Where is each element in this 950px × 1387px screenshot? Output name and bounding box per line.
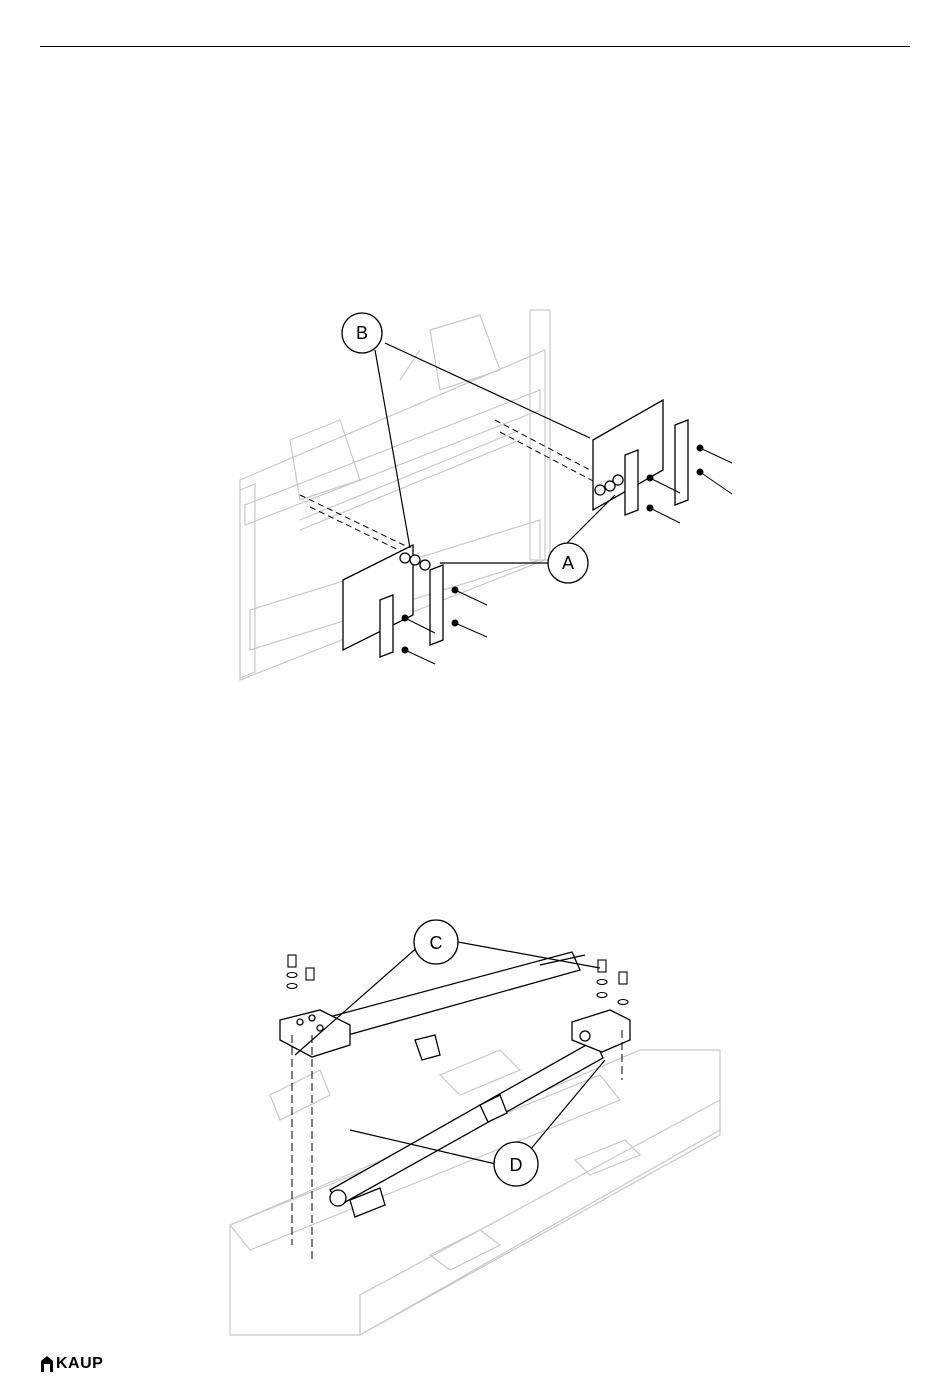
- right-mount-block: [572, 1010, 630, 1052]
- fork-frame-faded: [230, 1050, 720, 1335]
- svg-text:D: D: [510, 1155, 523, 1175]
- svg-text:C: C: [430, 933, 443, 953]
- callout-d: D: [494, 1142, 538, 1186]
- callout-leaders-top: [375, 343, 615, 563]
- left-hanger-plate: [343, 545, 443, 657]
- right-hanger-plate: [593, 400, 688, 515]
- upper-cylinder: [318, 952, 585, 1060]
- svg-text:A: A: [562, 553, 574, 573]
- svg-text:B: B: [356, 323, 368, 343]
- figure-bottom-cylinders: C D: [0, 900, 950, 1350]
- alignment-lines: [300, 420, 595, 558]
- callout-a: A: [548, 543, 588, 583]
- figure-bottom-drawing: C D: [0, 900, 950, 1350]
- footer-logo: KAUP: [40, 1353, 103, 1375]
- kaup-logo-icon: [40, 1355, 54, 1373]
- logo-text: KAUP: [56, 1355, 103, 1373]
- figure-top-drawing: B A: [0, 0, 950, 700]
- figure-top-hanger-plates: B A: [0, 0, 950, 700]
- callout-b: B: [342, 313, 382, 353]
- callout-c: C: [414, 920, 458, 964]
